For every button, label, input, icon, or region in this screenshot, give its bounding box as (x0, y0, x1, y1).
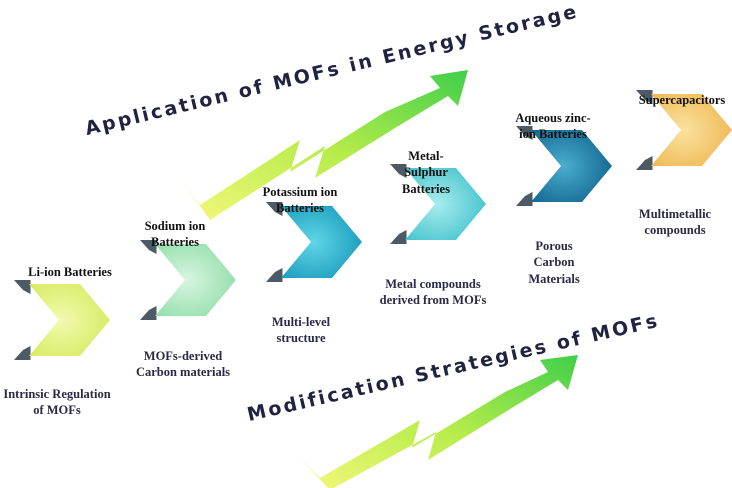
chevron-fold-top (14, 280, 31, 294)
step-4-strategy: Metal compounds derived from MOFs (379, 277, 487, 308)
step-2-strategy: MOFs-derived Carbon materials (135, 349, 231, 380)
chevron-fold-bottom (140, 306, 157, 320)
upper-growth-arrow (180, 70, 468, 220)
step-2-title: Sodium ion Batteries (144, 219, 206, 250)
step-4-title: Metal- Sulphur Batteries (402, 149, 450, 196)
chevron-fold-bottom (14, 346, 31, 360)
step-5-strategy: Porous Carbon Materials (528, 239, 580, 286)
chevron-fold-top (516, 126, 533, 140)
chevron-fold-bottom (390, 230, 407, 244)
chevron-body (281, 206, 362, 278)
chevron-fold-bottom (266, 268, 283, 282)
chevron-fold-top (390, 164, 407, 178)
chevron-step-2 (140, 240, 236, 320)
step-1-strategy: Intrinsic Regulation of MOFs (3, 387, 111, 418)
step-6-strategy: Multimetallic compounds (638, 207, 712, 238)
chevron-steps (14, 90, 732, 360)
step-1-title: Li-ion Batteries (28, 265, 112, 279)
step-3-title: Potassium ion Batteries (262, 185, 338, 216)
chevron-fold-top (140, 240, 157, 254)
chevron-fold-bottom (516, 192, 533, 206)
step-3-strategy: Multi-level structure (271, 315, 331, 346)
chevron-fold-top (636, 90, 653, 104)
chevron-step-1 (14, 280, 110, 360)
chevron-body (29, 284, 110, 356)
step-6-title: Supercapacitors (638, 93, 726, 107)
chevron-fold-bottom (636, 156, 653, 170)
chevron-step-4 (390, 164, 486, 244)
chevron-body (531, 130, 612, 202)
chevron-body (651, 94, 732, 166)
chevron-body (155, 244, 236, 316)
step-5-title: Aqueous zinc-ion Batteries (515, 111, 591, 142)
chevron-fold-top (266, 202, 283, 216)
chevron-body (405, 168, 486, 240)
chevron-step-5 (516, 126, 612, 206)
lower-growth-arrow (300, 355, 578, 488)
chevron-step-6 (636, 90, 732, 170)
chevron-step-3 (266, 202, 362, 282)
